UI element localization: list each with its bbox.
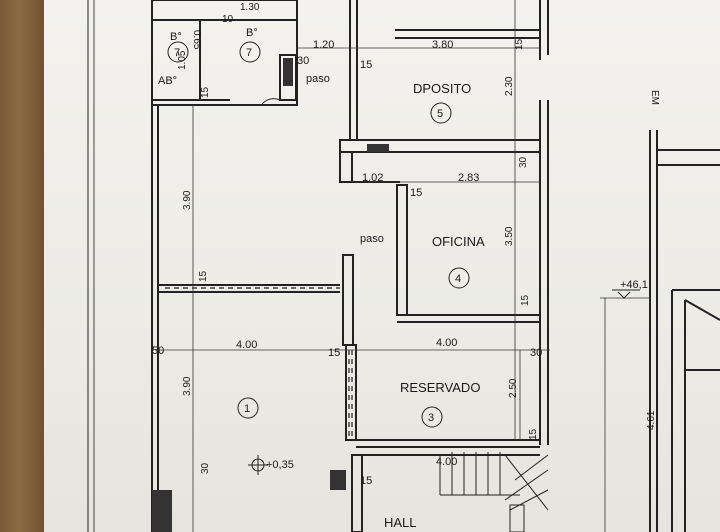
- dim-top-15a: 15: [200, 86, 211, 98]
- dim-dep-283: 2.83: [458, 172, 479, 184]
- room-circle: [237, 397, 259, 419]
- dim-dep-30: 30: [518, 156, 529, 168]
- label-em: EM: [649, 90, 660, 105]
- room-name-reservado: RESERVADO: [400, 380, 480, 395]
- dim-right-461: 4.61: [646, 410, 657, 430]
- room-number-bano-left: 7: [174, 47, 180, 59]
- label-paso-mid: paso: [360, 233, 384, 245]
- room-name-ab: AB°: [158, 75, 177, 87]
- dim-top-15c: 15: [360, 59, 372, 71]
- dim-res-15: 15: [528, 428, 539, 440]
- wall-fills: [152, 58, 389, 532]
- dim-top-065: 0.65: [191, 30, 202, 50]
- dim-top-380: 3.80: [432, 39, 453, 51]
- room-circle: [448, 267, 470, 289]
- room-number-1: 1: [244, 403, 250, 415]
- room-name-bano-left: B°: [170, 31, 182, 43]
- dim-hall-15: 15: [360, 475, 372, 487]
- level-marker-icon: [248, 455, 268, 475]
- dim-row-400a: 4.00: [236, 339, 257, 351]
- dim-top-130: 1.30: [240, 2, 260, 13]
- dim-row-50: 50: [152, 345, 164, 357]
- dim-ofi-350: 3.50: [504, 226, 515, 246]
- staircase: [439, 452, 549, 532]
- dim-top-120: 1.20: [313, 39, 334, 51]
- room-name-bano-right: B°: [246, 27, 258, 39]
- room-number-reservado: 3: [428, 412, 434, 424]
- room-circle: [239, 41, 261, 63]
- dim-row-400b: 4.00: [436, 337, 457, 349]
- dimension-lines: [155, 0, 650, 532]
- door-swing: [261, 98, 281, 105]
- dim-left-15: 15: [198, 270, 209, 282]
- dim-top-15b: 15: [514, 38, 525, 50]
- dim-left-30: 30: [200, 462, 211, 474]
- dim-dep-102: 1.02: [362, 172, 383, 184]
- dim-top-105: 1.05: [177, 50, 188, 70]
- dim-ofi-15: 15: [410, 187, 422, 199]
- dim-top-30: 30: [297, 55, 309, 67]
- dim-row-15: 15: [328, 347, 340, 359]
- room-circle: [421, 406, 443, 428]
- room-number-oficina: 4: [455, 273, 461, 285]
- room-name-hall: HALL: [384, 515, 417, 530]
- dim-hall-400: 4.00: [436, 456, 457, 468]
- dim-dep-230: 2.30: [504, 76, 515, 96]
- walls: [151, 0, 720, 532]
- label-level-2: +46,1: [620, 279, 648, 291]
- level-marker-icon: [612, 289, 640, 299]
- dim-left-390b: 3.90: [182, 376, 193, 396]
- paper-sheet: [44, 0, 720, 532]
- dim-left-390a: 3.90: [182, 190, 193, 210]
- room-name-deposito: DPOSITO: [413, 81, 471, 96]
- dim-row-30: 30: [530, 347, 542, 359]
- label-level-1: +0,35: [266, 459, 294, 471]
- room-circle: [430, 102, 452, 124]
- dim-res-250: 2.50: [508, 378, 519, 398]
- dim-top-10: 10: [222, 14, 234, 25]
- room-name-oficina: OFICINA: [432, 234, 485, 249]
- dashed-openings: [165, 287, 353, 440]
- room-number-deposito: 5: [437, 108, 443, 120]
- wooden-desk: [0, 0, 50, 532]
- label-paso-top: paso: [306, 73, 330, 85]
- dim-ofi-15b: 15: [520, 294, 531, 306]
- room-number-bano-right: 7: [246, 47, 252, 59]
- room-circle: [167, 41, 189, 63]
